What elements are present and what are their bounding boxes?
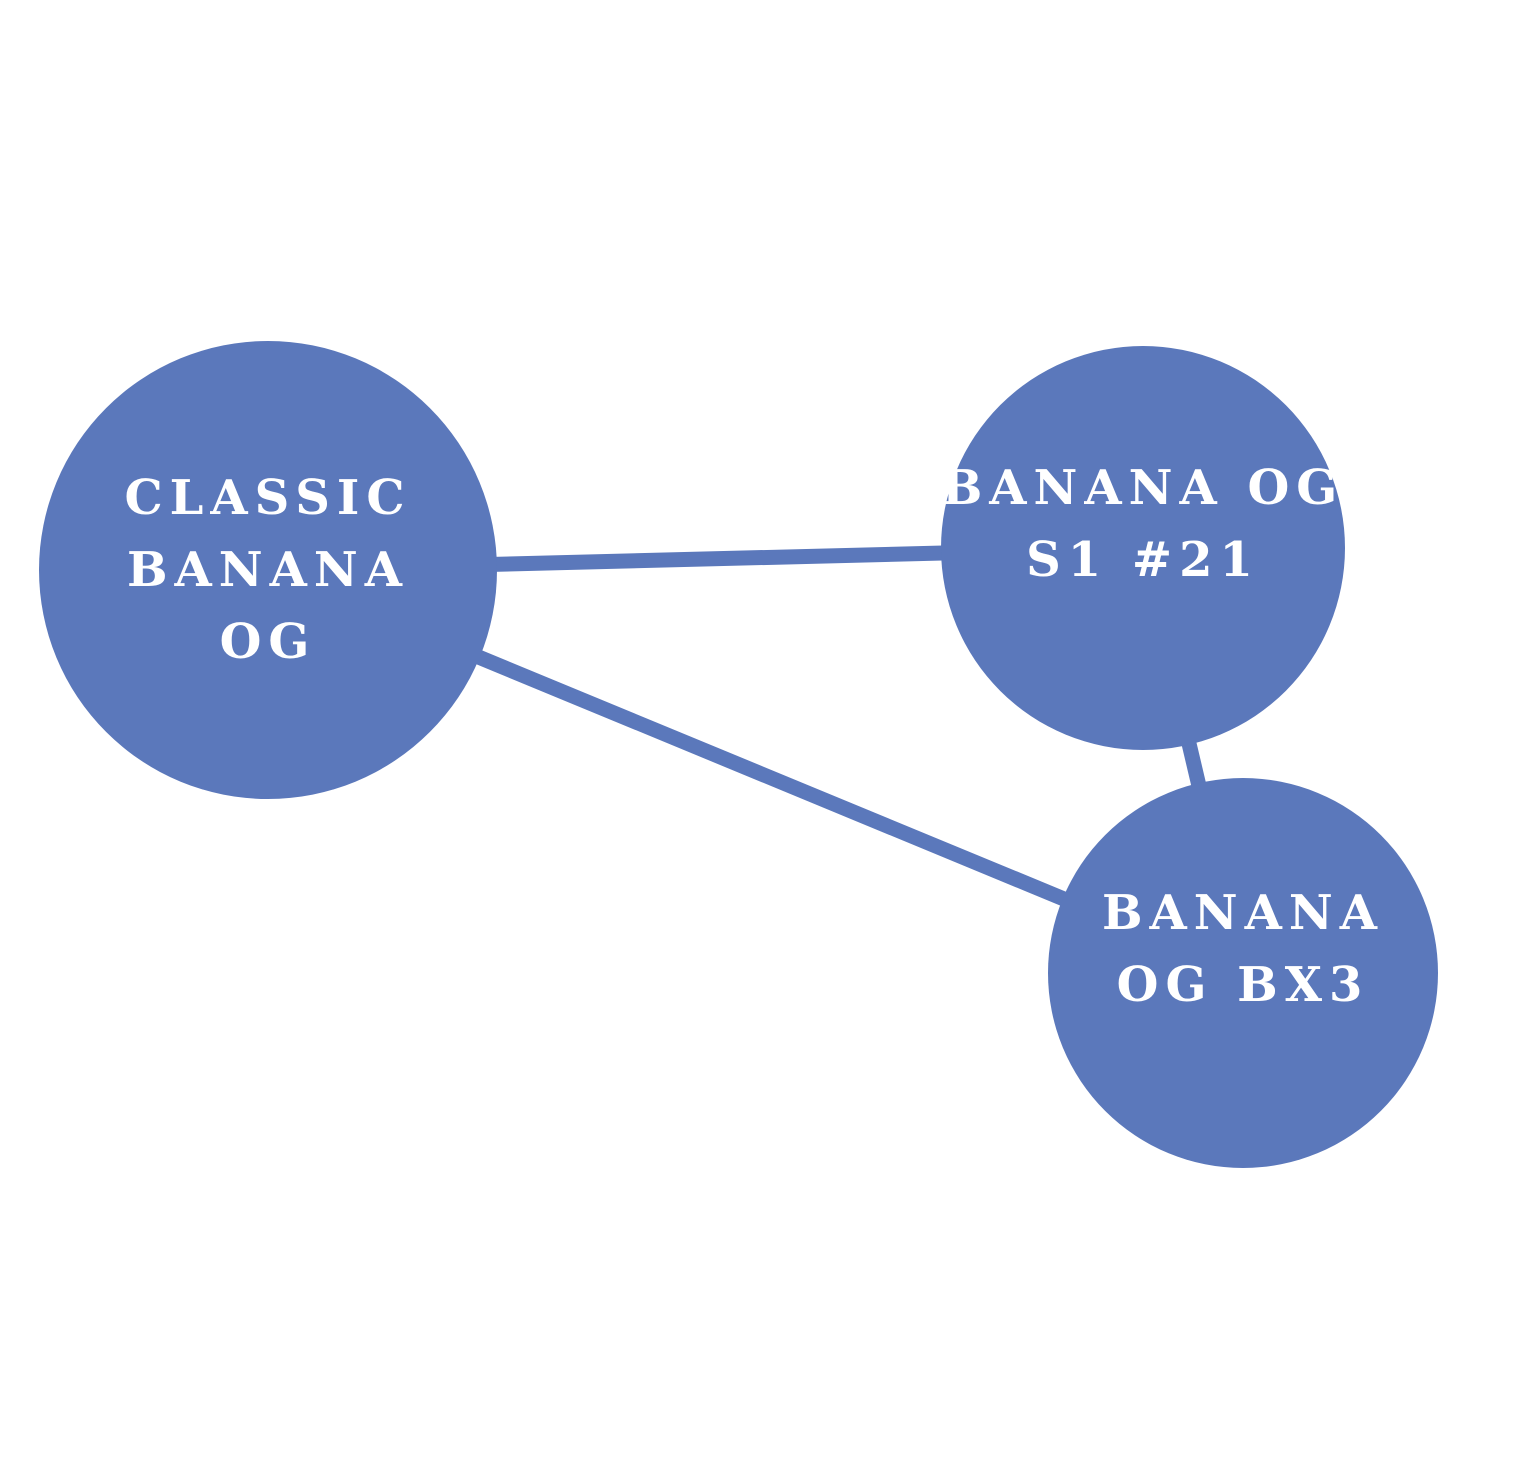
node-circle-banana-og-bx3 (1048, 778, 1438, 1168)
node-label-line: OG BX3 (1117, 957, 1370, 1013)
node-classic-banana-og: CLASSIC BANANA OG (39, 341, 497, 799)
node-label-line: S1 #21 (1026, 532, 1260, 588)
node-label-line: BANANA (1102, 885, 1384, 941)
node-label-line: BANANA OG (942, 460, 1345, 516)
node-banana-og-bx3: BANANA OG BX3 (1048, 778, 1438, 1168)
node-label-line: CLASSIC (124, 470, 411, 526)
node-circle-classic-banana-og (39, 341, 497, 799)
node-label-line: OG (220, 614, 317, 670)
node-banana-og-s1-21: BANANA OG S1 #21 (941, 346, 1345, 750)
node-label-line: BANANA (127, 542, 409, 598)
node-circle-banana-og-s1-21 (941, 346, 1345, 750)
